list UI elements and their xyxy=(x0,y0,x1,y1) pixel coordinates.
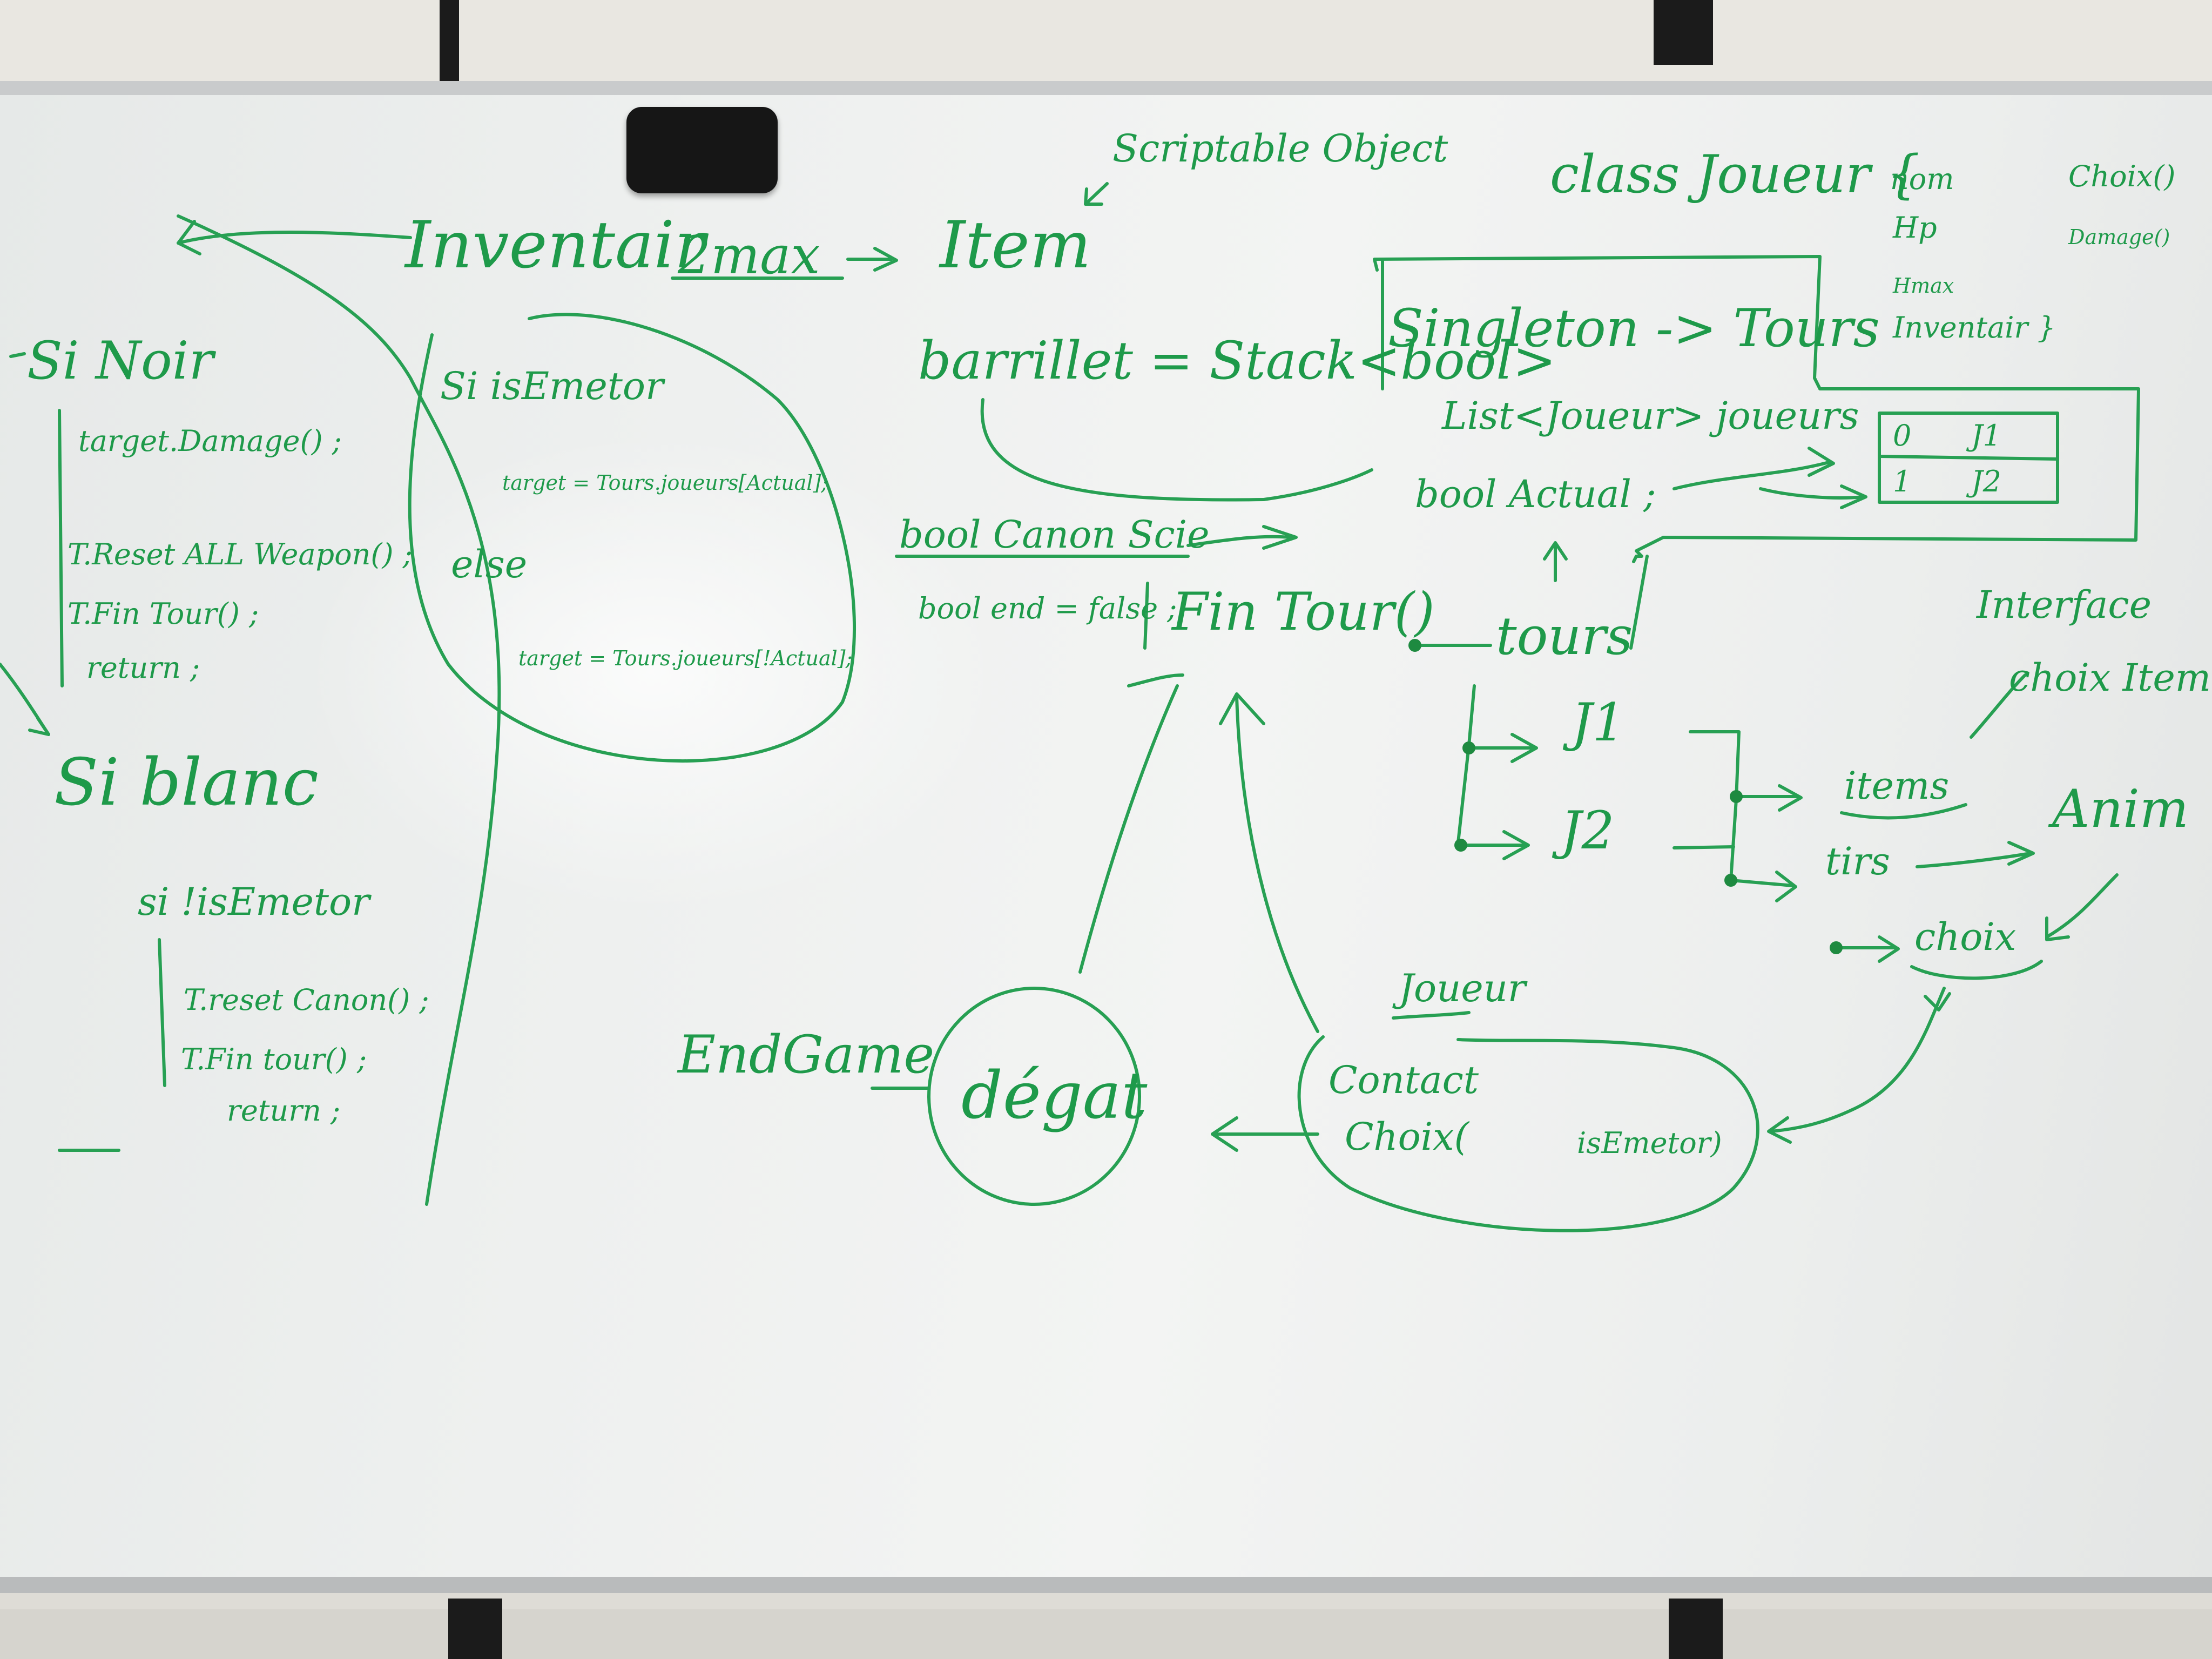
return-line-1: return ; xyxy=(86,651,200,685)
return-line-2: return ; xyxy=(227,1094,341,1128)
table-index-1: 1 xyxy=(1893,464,1912,498)
reset-canon-line: T.reset Canon() ; xyxy=(184,983,429,1017)
table-player-j1: J1 xyxy=(1971,419,2002,453)
singleton-line: Singleton -> Tours xyxy=(1388,298,1880,359)
whiteboard-eraser xyxy=(626,107,778,193)
max-label: 2max xyxy=(678,225,820,286)
curve-left-long xyxy=(177,214,501,1206)
joueur-field-inventaire: Inventair } xyxy=(1893,311,2056,345)
flow-items: items xyxy=(1844,764,1950,808)
joueur-method-damage: Damage() xyxy=(2068,225,2170,249)
joueur-field-hp: Hp xyxy=(1893,211,1937,245)
wall-bracket-left xyxy=(440,0,459,86)
si-noir-label: Si Noir xyxy=(27,331,214,391)
else-label: else xyxy=(451,542,528,586)
choix-item-label: choix Item xyxy=(2009,656,2211,700)
class-joueur-header: class Joueur { xyxy=(1550,144,1920,205)
list-joueurs-line: List<Joueur> joueurs xyxy=(1442,394,1859,438)
degat-label: dégat xyxy=(961,1058,1148,1134)
flow-tirs: tirs xyxy=(1825,839,1890,884)
joueur-field-hmax: Hmax xyxy=(1893,274,1954,298)
table-player-j2: J2 xyxy=(1971,464,2002,498)
item-label: Item xyxy=(940,208,1091,283)
code-bar-si-noir xyxy=(58,409,64,687)
tours-label: tours xyxy=(1496,606,1633,666)
light-glare xyxy=(302,430,1004,916)
emetor-block-outline xyxy=(408,313,856,763)
target-not-actual-line: target = Tours.joueurs[!Actual]; xyxy=(518,646,853,670)
flow-j2: J2 xyxy=(1561,800,1615,861)
barillet-curve xyxy=(980,398,1265,502)
is-emetor-param: isEmetor) xyxy=(1577,1126,1722,1160)
scriptable-object-label: Scriptable Object xyxy=(1112,126,1448,171)
si-not-emetor-label: si !isEmetor xyxy=(138,880,370,924)
floor-bracket-right xyxy=(1669,1599,1723,1659)
contact-choix-outline xyxy=(1297,1035,1759,1232)
barillet-line: barrillet = Stack<bool> xyxy=(918,331,1556,391)
joueur-method-choix: Choix() xyxy=(2068,159,2176,193)
end-game-label: EndGame xyxy=(678,1024,935,1085)
wall-bracket-right xyxy=(1654,0,1713,65)
si-emetor-label: Si isEmetor xyxy=(440,364,664,408)
flow-choix: choix xyxy=(1914,915,2017,959)
bool-actual-line: bool Actual ; xyxy=(1415,472,1656,516)
interface-label: Interface xyxy=(1977,583,2152,627)
target-actual-line: target = Tours.joueurs[Actual]; xyxy=(502,471,828,495)
fin-tour-line-1: T.Fin Tour() ; xyxy=(68,597,259,631)
fin-tour-method: Fin Tour() xyxy=(1172,582,1435,642)
whiteboard xyxy=(0,81,2212,1593)
floor-bracket-left xyxy=(448,1599,502,1659)
flow-j1: J1 xyxy=(1572,692,1626,753)
degat-circle xyxy=(927,987,1141,1206)
flow-anim: Anim xyxy=(2052,779,2189,839)
joueur-field-nom: nom xyxy=(1890,162,1954,196)
floor-strip xyxy=(0,1609,2212,1659)
table-index-0: 0 xyxy=(1893,419,1912,453)
bool-canon-line: bool Canon Scie xyxy=(899,512,1210,557)
inventaire-label: Inventair xyxy=(405,208,706,283)
wall-background xyxy=(0,0,2212,92)
contact-line: Contact xyxy=(1328,1058,1479,1102)
reset-all-weapon-line: T.Reset ALL Weapon() ; xyxy=(68,537,413,571)
joueur-label: Joueur xyxy=(1399,966,1526,1010)
si-blanc-label: Si blanc xyxy=(54,745,319,820)
target-damage-line: target.Damage() ; xyxy=(78,424,342,458)
tours-class-outline xyxy=(1373,255,2140,563)
code-bar-si-blanc xyxy=(158,938,166,1087)
bool-end-line: bool end = false ; xyxy=(918,591,1177,625)
fin-tour-line-2: T.Fin tour() ; xyxy=(181,1042,367,1076)
choix-line: Choix( xyxy=(1345,1115,1469,1159)
